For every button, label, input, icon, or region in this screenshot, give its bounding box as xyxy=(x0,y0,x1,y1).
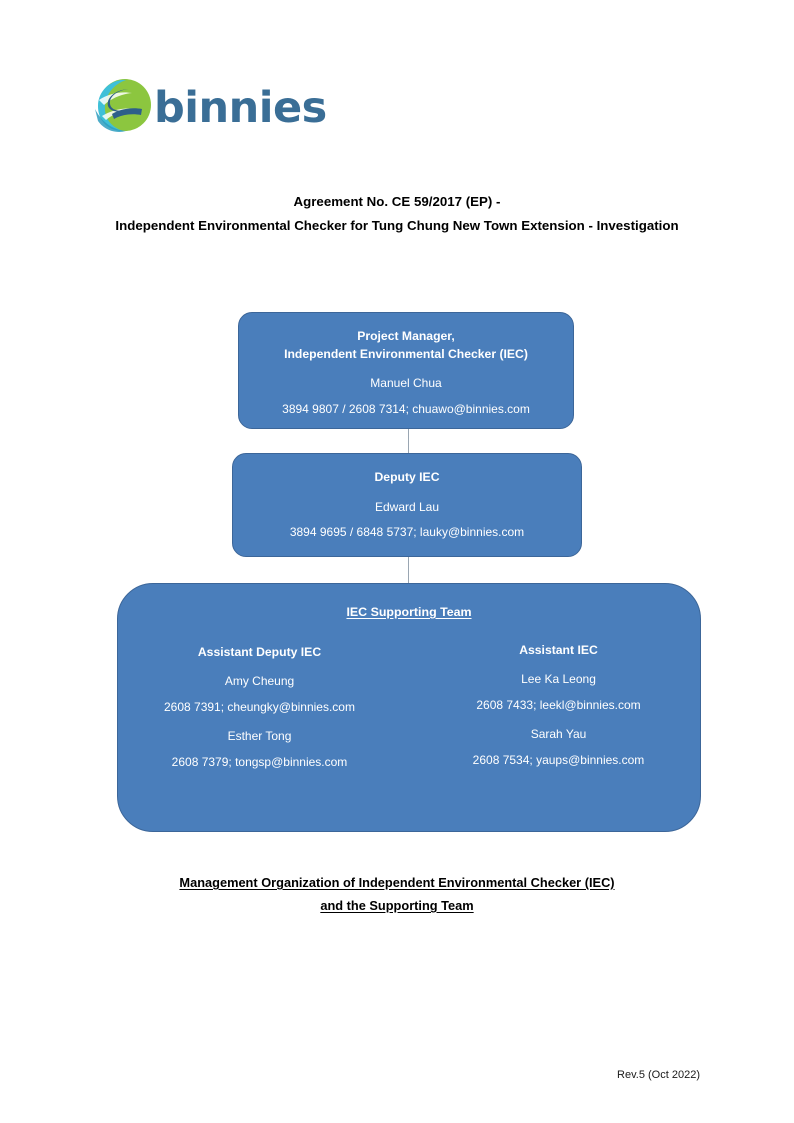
team-member-name: Amy Cheung xyxy=(224,674,295,688)
connector-pm-to-deputy xyxy=(408,429,409,454)
team-member-contact: 2608 7534; yaups@binnies.com xyxy=(472,753,645,767)
team-role-label: Assistant Deputy IEC xyxy=(197,645,322,659)
team-member-name: Esther Tong xyxy=(227,729,292,743)
figure-caption-text-1: Management Organization of Independent E… xyxy=(179,875,615,890)
org-node-title: Deputy IEC xyxy=(374,470,440,484)
page-title-line-2: Independent Environmental Checker for Tu… xyxy=(115,218,679,233)
team-member-name: Sarah Yau xyxy=(530,727,587,741)
org-node-title-line-1: Project Manager, xyxy=(357,329,455,343)
logo-wordmark: binnies xyxy=(154,83,327,133)
revision-label: Rev.5 (Oct 2022) xyxy=(617,1069,700,1081)
team-member: Lee Ka Leong 2608 7433; leekl@binnies.co… xyxy=(417,671,700,714)
org-node-title-line-2: Independent Environmental Checker (IEC) xyxy=(284,347,528,361)
team-member-contact: 2608 7379; tongsp@binnies.com xyxy=(171,755,348,769)
supporting-team-header: IEC Supporting Team xyxy=(346,605,472,619)
supporting-team-columns: Assistant Deputy IEC Amy Cheung 2608 739… xyxy=(118,643,700,771)
org-node-contact: 3894 9807 / 2608 7314; chuawo@binnies.co… xyxy=(282,402,530,416)
team-member-name: Lee Ka Leong xyxy=(521,672,596,686)
org-node-supporting-team: IEC Supporting Team Assistant Deputy IEC… xyxy=(117,583,701,832)
supporting-team-column-assistant-iec: Assistant IEC Lee Ka Leong 2608 7433; le… xyxy=(407,641,700,769)
binnies-globe-logo-icon xyxy=(92,76,156,138)
page-title: Agreement No. CE 59/2017 (EP) - Independ… xyxy=(50,190,744,238)
figure-caption-text-2: and the Supporting Team xyxy=(320,898,474,913)
org-node-contact: 3894 9695 / 6848 5737; lauky@binnies.com xyxy=(289,525,525,539)
team-member: Amy Cheung 2608 7391; cheungky@binnies.c… xyxy=(118,673,401,716)
team-member-contact: 2608 7391; cheungky@binnies.com xyxy=(164,700,355,714)
page-title-line-1: Agreement No. CE 59/2017 (EP) - xyxy=(293,194,501,209)
team-member: Sarah Yau 2608 7534; yaups@binnies.com xyxy=(417,726,700,769)
team-role-label: Assistant IEC xyxy=(519,643,598,657)
connector-deputy-to-team xyxy=(408,557,409,584)
team-member: Esther Tong 2608 7379; tongsp@binnies.co… xyxy=(118,728,401,771)
figure-caption: Management Organization of Independent E… xyxy=(50,871,744,917)
company-logo: binnies xyxy=(92,76,327,138)
figure-caption-line-2: and the Supporting Team xyxy=(50,894,744,917)
org-node-deputy-iec: Deputy IEC Edward Lau 3894 9695 / 6848 5… xyxy=(232,453,582,557)
supporting-team-column-assistant-deputy-iec: Assistant Deputy IEC Amy Cheung 2608 739… xyxy=(118,643,407,771)
team-member-contact: 2608 7433; leekl@binnies.com xyxy=(476,698,641,712)
org-node-project-manager: Project Manager, Independent Environment… xyxy=(238,312,574,429)
org-node-person-name: Manuel Chua xyxy=(370,376,442,390)
org-node-title: Project Manager, Independent Environment… xyxy=(239,327,573,363)
org-node-person-name: Edward Lau xyxy=(374,500,440,514)
figure-caption-line-1: Management Organization of Independent E… xyxy=(50,871,744,894)
